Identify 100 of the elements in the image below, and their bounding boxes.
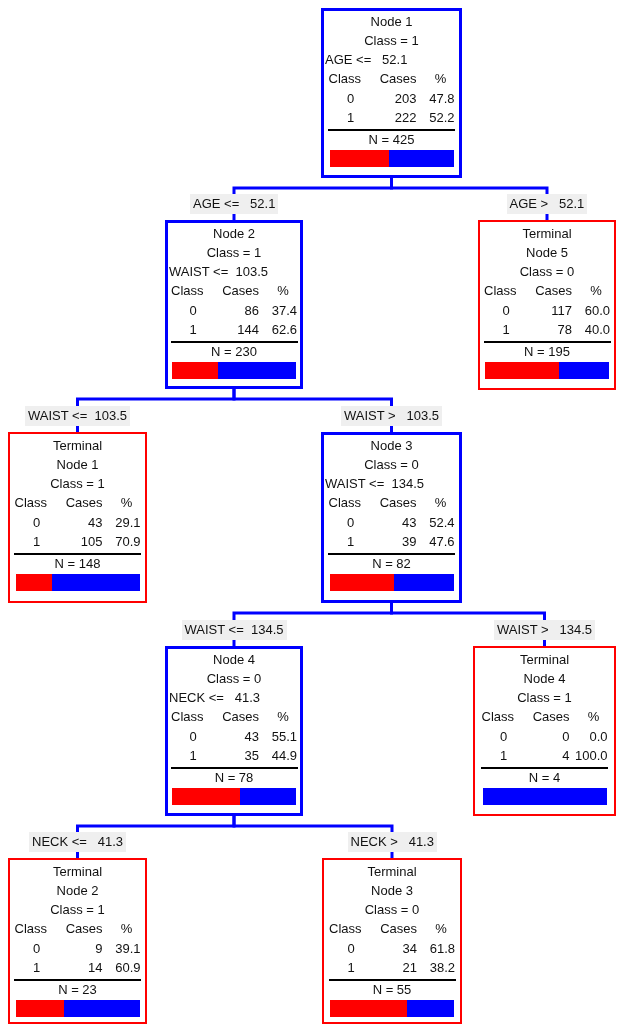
table-header: % bbox=[433, 70, 448, 88]
edge-label: NECK <= 41.3 bbox=[29, 832, 127, 852]
table-header: Class bbox=[328, 494, 362, 512]
table-cell-text: 55.1 bbox=[270, 727, 297, 746]
count-label: N = 4 bbox=[527, 768, 562, 786]
table-header: Class bbox=[484, 282, 518, 300]
table-cell-text: 0 bbox=[561, 727, 570, 746]
table-cell-text: 38.2 bbox=[428, 959, 455, 977]
node-title: Node 1 bbox=[369, 13, 414, 31]
table-cell-text: 0 bbox=[345, 513, 356, 532]
table-cell-text: 39.1 bbox=[114, 939, 141, 958]
node-title: Terminal bbox=[521, 225, 573, 243]
edge-label: AGE > 52.1 bbox=[506, 194, 588, 214]
edge-label: AGE <= 52.1 bbox=[190, 194, 279, 214]
table-cell-text: 1 bbox=[31, 533, 42, 551]
terminal-node-box bbox=[8, 858, 147, 1024]
table-cell-text: 37.4 bbox=[270, 301, 297, 320]
split-condition: WAIST <= 103.5 bbox=[168, 263, 269, 281]
class-label: Class = 0 bbox=[205, 670, 263, 688]
split-node-box bbox=[321, 432, 462, 603]
table-header: Class bbox=[328, 70, 362, 88]
node-title: Node 1 bbox=[55, 456, 100, 474]
table-header: Class bbox=[171, 708, 205, 726]
node-title: Node 4 bbox=[522, 670, 567, 688]
split-node-box bbox=[165, 646, 303, 816]
split-condition: NECK <= 41.3 bbox=[168, 689, 262, 707]
table-cell-text: 1 bbox=[345, 109, 356, 127]
node-title: Node 2 bbox=[55, 882, 100, 900]
class-label: Class = 0 bbox=[518, 263, 576, 281]
table-header: Cases bbox=[221, 282, 259, 300]
split-condition: AGE <= 52.1 bbox=[324, 51, 409, 69]
terminal-node-box bbox=[473, 646, 616, 816]
table-cell-text: 47.8 bbox=[428, 89, 455, 108]
table-cell-text: 39 bbox=[401, 533, 417, 551]
node-title: Node 4 bbox=[212, 651, 256, 669]
table-cell-text: 44.9 bbox=[270, 747, 297, 765]
table-header: % bbox=[589, 282, 603, 300]
table-cell-text: 0 bbox=[188, 727, 198, 746]
table-header: Cases bbox=[531, 708, 570, 726]
table-cell-text: 4 bbox=[561, 747, 570, 765]
table-header: Cases bbox=[64, 494, 103, 512]
table-header: Cases bbox=[221, 708, 259, 726]
count-label: N = 23 bbox=[57, 980, 98, 998]
table-header: Class bbox=[14, 920, 48, 938]
table-cell-text: 1 bbox=[346, 959, 356, 977]
table-cell-text: 60.9 bbox=[114, 959, 141, 977]
count-label: N = 425 bbox=[367, 130, 416, 148]
table-header: % bbox=[586, 708, 601, 726]
tree-branch-line bbox=[390, 603, 546, 646]
table-cell-text: 47.6 bbox=[428, 533, 455, 551]
table-header: % bbox=[119, 920, 134, 938]
table-cell-text: 0 bbox=[31, 513, 42, 532]
table-cell-text: 21 bbox=[401, 959, 417, 977]
table-cell-text: 29.1 bbox=[114, 513, 141, 532]
table-header: Class bbox=[14, 494, 48, 512]
count-label: N = 82 bbox=[371, 554, 412, 572]
count-label: N = 55 bbox=[371, 980, 413, 998]
edge-label: WAIST <= 103.5 bbox=[25, 406, 130, 426]
table-cell-text: 0 bbox=[31, 939, 42, 958]
node-title: Node 2 bbox=[212, 225, 256, 243]
table-cell-text: 14 bbox=[87, 959, 103, 977]
table-cell-text: 0 bbox=[188, 301, 198, 320]
table-header: Cases bbox=[379, 920, 417, 938]
split-condition: WAIST <= 134.5 bbox=[324, 475, 425, 493]
class-label: Class = 1 bbox=[363, 32, 420, 50]
table-header: Cases bbox=[64, 920, 103, 938]
node-title: Node 3 bbox=[370, 882, 414, 900]
split-node-box bbox=[321, 8, 462, 178]
table-cell-text: 61.8 bbox=[428, 939, 455, 958]
table-cell-text: 43 bbox=[87, 513, 103, 532]
table-cell-text: 0 bbox=[498, 727, 509, 746]
table-header: Class bbox=[329, 920, 363, 938]
table-header: Class bbox=[171, 282, 205, 300]
terminal-node-box bbox=[8, 432, 147, 603]
table-header: % bbox=[433, 494, 448, 512]
class-label: Class = 1 bbox=[49, 475, 106, 493]
table-header: Class bbox=[481, 708, 515, 726]
table-cell-text: 1 bbox=[31, 959, 42, 977]
class-label: Class = 1 bbox=[205, 244, 263, 262]
table-header: Cases bbox=[378, 494, 417, 512]
edge-label: WAIST > 134.5 bbox=[494, 620, 596, 640]
node-title: Node 3 bbox=[369, 437, 414, 455]
count-label: N = 78 bbox=[213, 768, 255, 786]
table-cell-text: 144 bbox=[236, 321, 259, 339]
table-cell-text: 52.4 bbox=[428, 513, 455, 532]
edge-label: WAIST <= 134.5 bbox=[181, 620, 287, 640]
table-cell-text: 1 bbox=[188, 747, 198, 765]
table-cell-text: 222 bbox=[393, 109, 417, 127]
table-cell-text: 0 bbox=[501, 301, 511, 320]
count-label: N = 148 bbox=[53, 554, 102, 572]
table-header: Cases bbox=[534, 282, 572, 300]
table-cell-text: 78 bbox=[556, 321, 572, 339]
class-label: Class = 0 bbox=[363, 901, 421, 919]
class-label: Class = 1 bbox=[516, 689, 573, 707]
node-title: Node 5 bbox=[525, 244, 569, 262]
count-label: N = 230 bbox=[210, 342, 258, 360]
table-cell-text: 70.9 bbox=[114, 533, 141, 551]
table-cell-text: 40.0 bbox=[583, 321, 610, 339]
table-header: Cases bbox=[378, 70, 417, 88]
table-cell-text: 100.0 bbox=[573, 747, 608, 765]
